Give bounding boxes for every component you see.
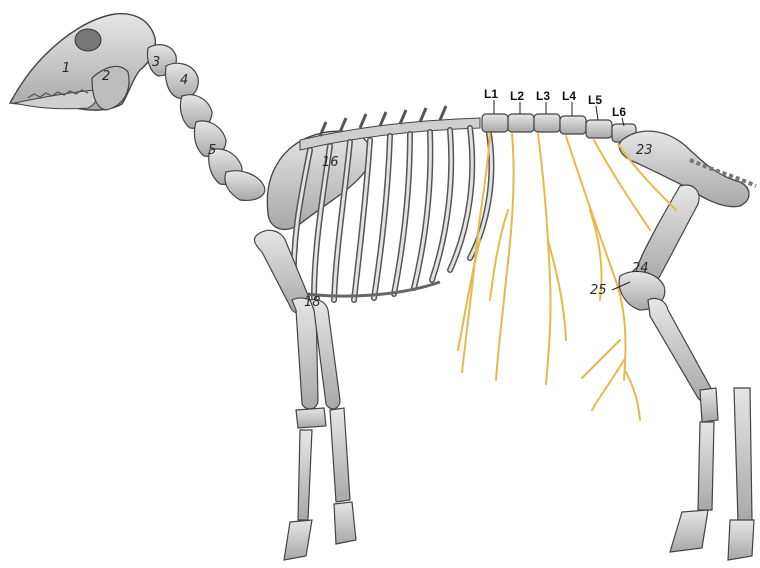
label-L1: L1 <box>484 87 498 101</box>
label-L2: L2 <box>510 89 524 103</box>
label-femur: 24 <box>632 261 649 276</box>
cervical-vertebrae <box>147 45 264 201</box>
label-mandible: 2 <box>102 69 110 84</box>
label-L4: L4 <box>562 89 576 103</box>
label-L5: L5 <box>588 93 602 107</box>
hindlimb <box>619 185 754 560</box>
label-cervical: 5 <box>208 143 216 158</box>
label-scapula: 16 <box>322 155 339 170</box>
skull <box>10 14 155 110</box>
label-skull: 1 <box>62 61 70 76</box>
mandible <box>92 66 129 110</box>
label-humerus: 18 <box>304 295 321 310</box>
label-axis: 4 <box>180 73 188 88</box>
label-stifle: 25 <box>590 283 607 298</box>
label-pelvis: 23 <box>636 143 653 158</box>
label-L3: L3 <box>536 89 550 103</box>
forelimb <box>254 230 356 560</box>
label-atlas: 3 <box>152 55 160 70</box>
label-L6: L6 <box>612 105 626 119</box>
orbit <box>75 29 101 51</box>
